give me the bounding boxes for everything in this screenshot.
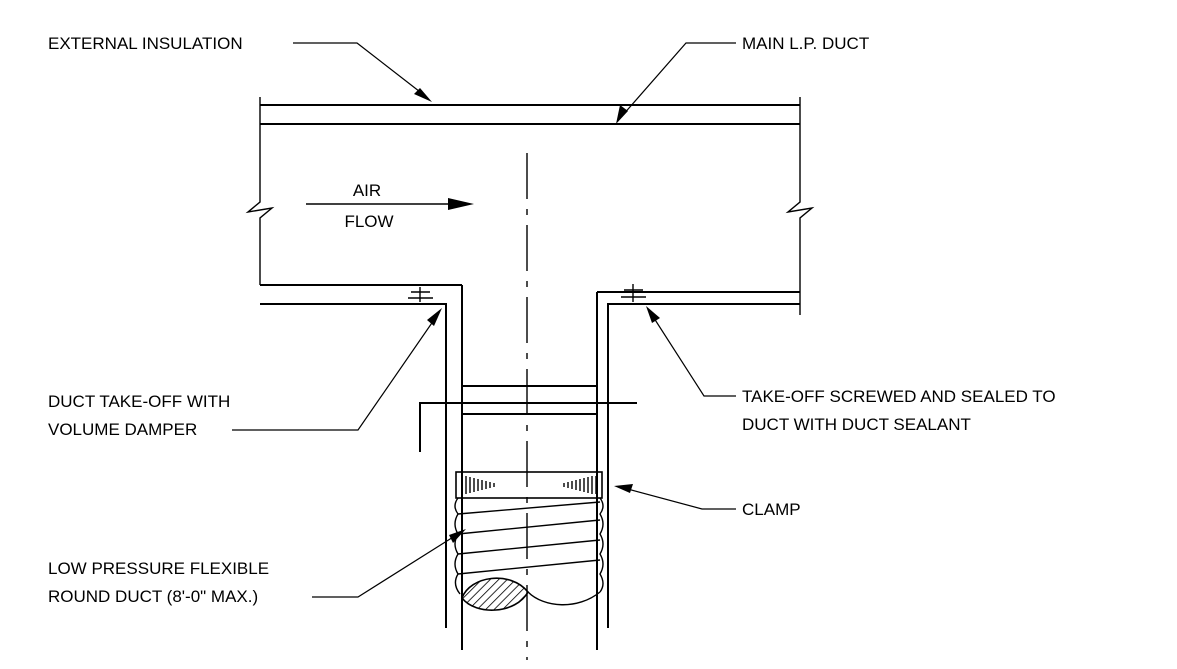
damper-handle [419, 402, 637, 452]
callout-flexible-duct: LOW PRESSURE FLEXIBLE ROUND DUCT (8'-0" … [48, 529, 466, 606]
air-label: AIR [353, 181, 381, 200]
clamp-arrowhead [614, 484, 633, 493]
flex-leader [312, 533, 459, 598]
takeoff-leader [232, 316, 437, 431]
callout-main-duct: MAIN L.P. DUCT [616, 34, 869, 124]
volume-damper [419, 385, 637, 452]
takeoff-left-inner-wall [436, 303, 447, 628]
clamp-screw-right [563, 476, 597, 494]
external-insulation-label: EXTERNAL INSULATION [48, 34, 243, 53]
external-insulation-leader [293, 42, 425, 96]
main-duct-leader [621, 42, 736, 117]
screw-left [408, 287, 433, 302]
callout-takeoff-damper: DUCT TAKE-OFF WITH VOLUME DAMPER [48, 308, 442, 439]
main-duct [245, 97, 815, 660]
flex-duct-cut-section [461, 577, 529, 611]
flow-label: FLOW [344, 212, 393, 231]
takeoff-arrowhead [427, 308, 442, 326]
flex-label-line1: LOW PRESSURE FLEXIBLE [48, 559, 269, 578]
callout-external-insulation: EXTERNAL INSULATION [48, 34, 432, 102]
clamp-leader [623, 487, 736, 510]
callout-clamp: CLAMP [614, 484, 801, 519]
duct-break-right [785, 97, 815, 315]
external-insulation-arrowhead [414, 88, 432, 102]
air-flow-indicator: AIR FLOW [306, 181, 474, 231]
clamp-screw-left [461, 476, 495, 494]
screwed-leader [651, 314, 736, 397]
clamp-band [455, 471, 603, 499]
callout-screwed-sealed: TAKE-OFF SCREWED AND SEALED TO DUCT WITH… [646, 306, 1056, 434]
flex-label-line2: ROUND DUCT (8'-0" MAX.) [48, 587, 258, 606]
screwed-arrowhead [646, 306, 660, 323]
flexible-duct [454, 497, 604, 611]
air-flow-arrowhead [448, 198, 474, 210]
main-duct-label: MAIN L.P. DUCT [742, 34, 869, 53]
screwed-label-line1: TAKE-OFF SCREWED AND SEALED TO [742, 387, 1056, 406]
screw-right [621, 284, 646, 302]
flex-duct-cut-edge [527, 591, 601, 606]
takeoff-branch [408, 284, 646, 650]
flex-arrowhead [449, 529, 466, 543]
clamp-label: CLAMP [742, 500, 801, 519]
main-duct-arrowhead [616, 105, 628, 124]
screwed-label-line2: DUCT WITH DUCT SEALANT [742, 415, 971, 434]
duct-break-left [245, 97, 275, 285]
takeoff-label-line2: VOLUME DAMPER [48, 420, 197, 439]
takeoff-right-inner-wall [607, 303, 615, 628]
takeoff-label-line1: DUCT TAKE-OFF WITH [48, 392, 230, 411]
